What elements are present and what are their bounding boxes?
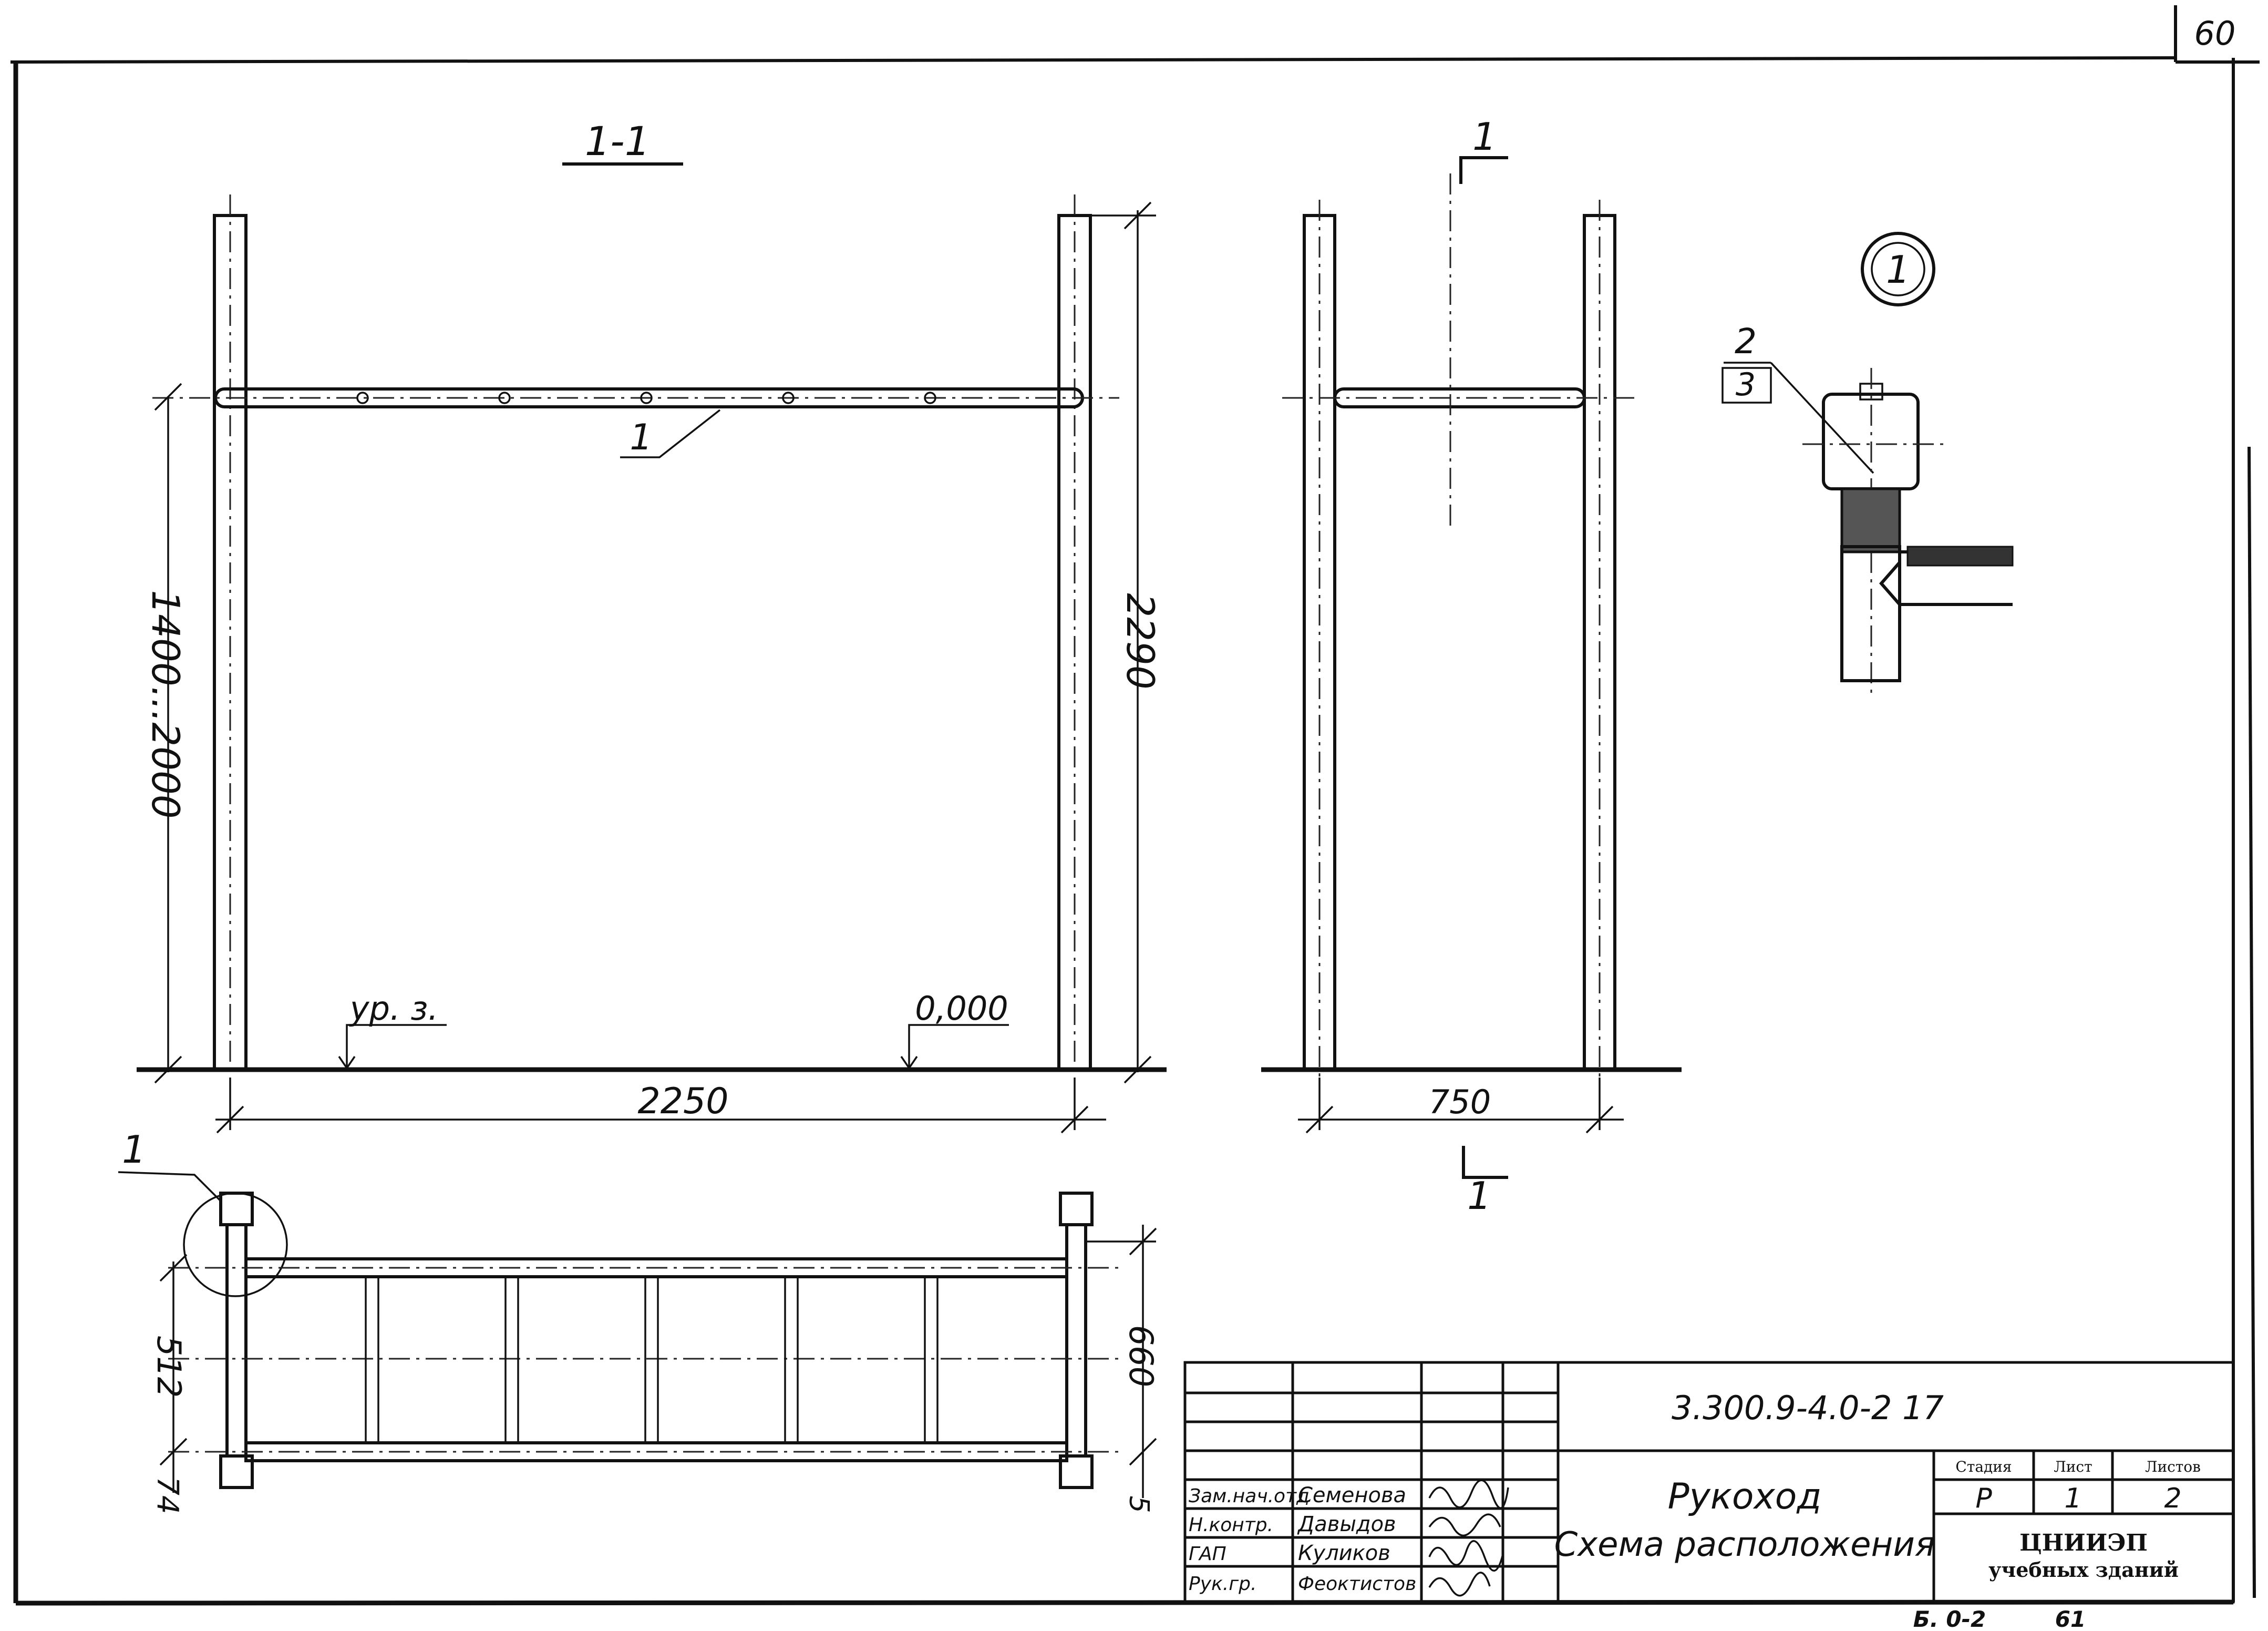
tb-stage: Р bbox=[1975, 1483, 1992, 1514]
tb-role-3: ГАП bbox=[1189, 1543, 1226, 1565]
dim-height-range: 1400...2000 bbox=[143, 590, 188, 818]
tb-name-4: Феоктистов bbox=[1298, 1573, 1416, 1595]
detail-leader-top: 2 bbox=[1735, 321, 1757, 362]
tb-title-line2: Схема расположения bbox=[1554, 1525, 1935, 1564]
dim-width: 2250 bbox=[637, 1081, 728, 1122]
detail-callout: 1 bbox=[1886, 248, 1910, 292]
tb-name-2: Давыдов bbox=[1297, 1512, 1396, 1536]
plan-view: 1 512 74 660 5 bbox=[118, 1127, 1160, 1514]
tb-name-1: Семенова bbox=[1298, 1483, 1406, 1507]
side-dim-width: 750 bbox=[1429, 1083, 1491, 1121]
tb-stage-header: Стадия bbox=[1955, 1458, 2012, 1475]
signature-4 bbox=[1428, 1572, 1491, 1597]
page-number: 60 bbox=[2194, 14, 2236, 53]
tb-sheets: 2 bbox=[2164, 1483, 2181, 1514]
plan-left-post bbox=[219, 1192, 254, 1226]
tb-sheets-header: Листов bbox=[2145, 1458, 2201, 1475]
tb-title-line1: Рукоход bbox=[1668, 1476, 1822, 1517]
section-title: 1-1 bbox=[585, 118, 650, 165]
tb-org-line2: учебных зданий bbox=[1988, 1558, 2179, 1582]
level-left: ур. з. bbox=[349, 989, 438, 1028]
tb-role-1: Зам.нач.отд bbox=[1189, 1485, 1310, 1507]
dim-height-total: 2290 bbox=[1118, 593, 1162, 689]
tb-org-line1: ЦНИИЭП bbox=[2019, 1530, 2148, 1556]
elevation-view: 1-1 1 1400...2000 2290 bbox=[137, 118, 1167, 1134]
plan-node-callout: 1 bbox=[122, 1127, 146, 1172]
bottom-left-code: Б. 0-2 bbox=[1913, 1606, 1986, 1631]
sheet-frame bbox=[10, 5, 2260, 1606]
detail-node: 1 2 3 bbox=[1721, 232, 2014, 699]
plan-dim-outer: 660 bbox=[1122, 1325, 1160, 1387]
plan-right-post bbox=[1059, 1192, 1094, 1226]
tb-designation: 3.300.9-4.0-2 17 bbox=[1672, 1389, 1944, 1427]
section-mark-bottom: 1 bbox=[1467, 1174, 1491, 1218]
signature-3 bbox=[1428, 1540, 1504, 1572]
bottom-right-number: 61 bbox=[2055, 1606, 2086, 1631]
signature-1 bbox=[1428, 1479, 1509, 1509]
tb-role-2: Н.контр. bbox=[1189, 1514, 1273, 1536]
level-right: 0,000 bbox=[915, 989, 1008, 1028]
plan-dim-inner: 512 bbox=[150, 1336, 188, 1398]
tb-role-4: Рук.гр. bbox=[1189, 1573, 1256, 1595]
tb-name-3: Куликов bbox=[1298, 1541, 1390, 1565]
tb-sheet: 1 bbox=[2064, 1483, 2081, 1514]
plan-dim-bottom-right: 5 bbox=[1123, 1495, 1154, 1513]
side-view: 1 1 750 bbox=[1261, 115, 1682, 1218]
tb-sheet-header: Лист bbox=[2054, 1458, 2092, 1475]
detail-leader-bottom: 3 bbox=[1736, 366, 1756, 403]
signature-2 bbox=[1428, 1513, 1501, 1537]
title-block: Зам.нач.отд Семенова Н.контр. Давыдов ГА… bbox=[1183, 1361, 2235, 1604]
rail-mark: 1 bbox=[630, 417, 652, 458]
section-mark-top: 1 bbox=[1472, 115, 1497, 159]
plan-dim-bottom-left: 74 bbox=[150, 1476, 184, 1514]
